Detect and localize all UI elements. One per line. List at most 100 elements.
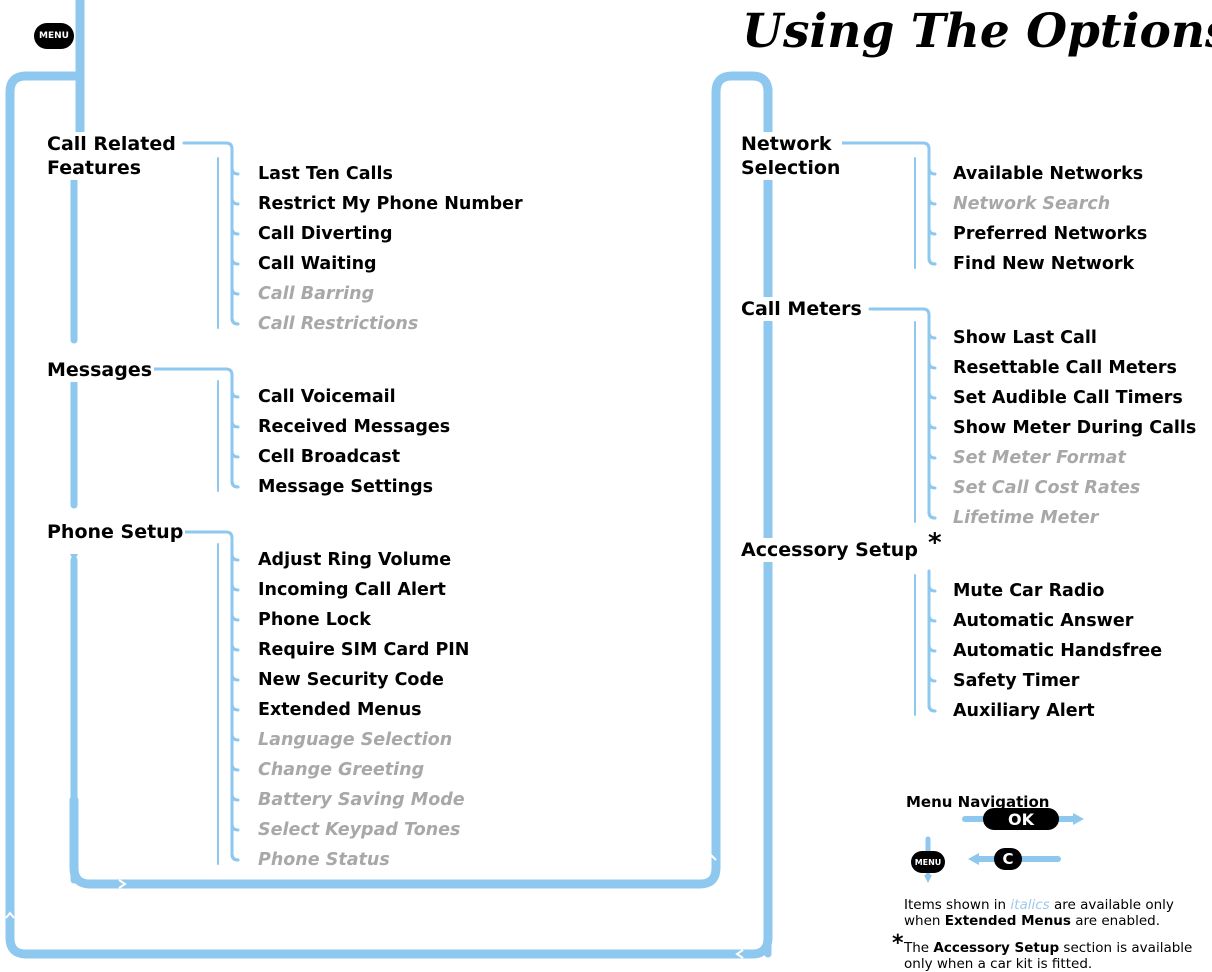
menu-item[interactable]: Network Search — [953, 194, 1111, 214]
call-meters-item-tick — [927, 510, 937, 520]
menu-item[interactable]: Mute Car Radio — [953, 581, 1105, 601]
menu-item[interactable]: Call Restrictions — [258, 314, 419, 334]
accessory-note-bold: Accessory Setup — [933, 940, 1060, 956]
network-selection-flow-arrow — [764, 194, 772, 202]
loop-chevron — [735, 949, 744, 959]
accessory-setup-item-tick — [927, 703, 937, 713]
menu-item[interactable]: Extended Menus — [258, 700, 422, 720]
accessory-asterisk: * — [928, 528, 942, 558]
menu-item[interactable]: Automatic Handsfree — [953, 641, 1163, 661]
menu-item[interactable]: Phone Lock — [258, 610, 371, 630]
section-label: Phone Setup — [47, 521, 184, 543]
network-selection-item-tick — [927, 226, 937, 236]
menu-item[interactable]: Set Meter Format — [953, 448, 1126, 468]
italics-note-text-a: Items shown in — [904, 897, 1011, 913]
menu-item[interactable]: Call Waiting — [258, 254, 377, 274]
call-meters-item-tick — [927, 450, 937, 460]
accessory-note-text-b: section is available — [1059, 940, 1193, 956]
phone-setup-item-tick — [230, 612, 240, 622]
menu-item[interactable]: Preferred Networks — [953, 224, 1148, 244]
menu-item[interactable]: Restrict My Phone Number — [258, 194, 523, 214]
menu-item[interactable]: Lifetime Meter — [953, 508, 1099, 528]
network-selection-bracket — [927, 147, 937, 266]
menu-item[interactable]: New Security Code — [258, 670, 444, 690]
call-related-features-item-tick — [230, 196, 240, 206]
network-selection-item-tick — [927, 256, 937, 266]
messages-item-tick — [230, 419, 240, 429]
menu-item[interactable]: Find New Network — [953, 254, 1135, 274]
messages-item-tick — [230, 449, 240, 459]
menu-item[interactable]: Message Settings — [258, 477, 434, 497]
section-label: Call Related — [47, 133, 176, 155]
call-related-features-item-tick — [230, 286, 240, 296]
phone-setup-connector — [178, 530, 234, 540]
menu-item[interactable]: Cell Broadcast — [258, 447, 401, 467]
network-selection-item-tick — [927, 196, 937, 206]
menu-item[interactable]: Last Ten Calls — [258, 164, 393, 184]
menu-item[interactable]: Incoming Call Alert — [258, 580, 446, 600]
call-related-features-item-tick — [230, 316, 240, 326]
menu-item[interactable]: Resettable Call Meters — [953, 358, 1177, 378]
menu-item[interactable]: Change Greeting — [258, 760, 425, 780]
italics-note-bold: Extended Menus — [944, 913, 1071, 929]
menu-item[interactable]: Set Audible Call Timers — [953, 388, 1183, 408]
call-meters-item-tick — [927, 360, 937, 370]
section-label: Features — [47, 157, 142, 179]
menu-item[interactable]: Call Voicemail — [258, 387, 396, 407]
legend-left-arrow — [968, 853, 979, 865]
menu-item[interactable]: Battery Saving Mode — [258, 790, 465, 810]
phone-setup-item-tick — [230, 552, 240, 562]
legend-c-key: C — [994, 848, 1022, 870]
call-meters-item-tick — [927, 480, 937, 490]
call-related-features-connector — [182, 141, 234, 151]
menu-item[interactable]: Safety Timer — [953, 671, 1080, 691]
menu-item[interactable]: Set Call Cost Rates — [953, 478, 1141, 498]
messages-connector — [150, 367, 234, 377]
section-label: Network — [741, 133, 832, 155]
inner-loop-line — [69, 71, 773, 889]
messages-item-tick — [230, 479, 240, 489]
call-meters-item-tick — [927, 420, 937, 430]
accessory-setup-item-tick — [927, 673, 937, 683]
loop-chevron — [705, 853, 717, 861]
call-related-features-item-tick — [230, 166, 240, 176]
menu-item[interactable]: Select Keypad Tones — [258, 820, 461, 840]
italics-note-text-b: are available only — [1049, 897, 1174, 913]
menu-item[interactable]: Automatic Answer — [953, 611, 1134, 631]
menu-item[interactable]: Auxiliary Alert — [953, 701, 1095, 721]
accessory-note: * The Accessory Setup section is availab… — [892, 933, 1193, 972]
menu-item[interactable]: Received Messages — [258, 417, 451, 437]
section-label: Messages — [47, 359, 153, 381]
phone-setup-item-tick — [230, 582, 240, 592]
network-selection-item-tick — [927, 166, 937, 176]
phone-setup-item-tick — [230, 822, 240, 832]
menu-key-badge: MENU — [34, 23, 74, 49]
call-meters-flow-arrow — [764, 324, 772, 332]
phone-setup-item-tick — [230, 702, 240, 712]
accessory-note-text-a: The — [904, 940, 934, 956]
menu-item[interactable]: Call Barring — [258, 284, 375, 304]
section-accessory-setup: Accessory Setup — [741, 538, 920, 562]
menu-item[interactable]: Show Last Call — [953, 328, 1097, 348]
menu-item[interactable]: Phone Status — [258, 850, 390, 870]
italics-note: Items shown in italics are available onl… — [904, 897, 1174, 929]
phone-setup-item-tick — [230, 792, 240, 802]
phone-setup-item-tick — [230, 732, 240, 742]
menu-item[interactable]: Available Networks — [953, 164, 1144, 184]
section-label: Call Meters — [741, 298, 862, 320]
legend-ok-key: OK — [983, 808, 1059, 830]
menu-item[interactable]: Call Diverting — [258, 224, 393, 244]
menu-item[interactable]: Show Meter During Calls — [953, 418, 1197, 438]
accessory-setup-item-tick — [927, 613, 937, 623]
menu-item[interactable]: Require SIM Card PIN — [258, 640, 470, 660]
menu-item[interactable]: Language Selection — [258, 730, 453, 750]
section-phone-setup: Phone Setup — [47, 520, 186, 544]
messages-item-tick — [230, 389, 240, 399]
network-selection-connector — [838, 141, 931, 151]
menu-item[interactable]: Adjust Ring Volume — [258, 550, 452, 570]
loop-chevron — [5, 911, 15, 919]
accessory-setup-item-tick — [927, 583, 937, 593]
phone-setup-flow-arrow — [70, 554, 78, 562]
